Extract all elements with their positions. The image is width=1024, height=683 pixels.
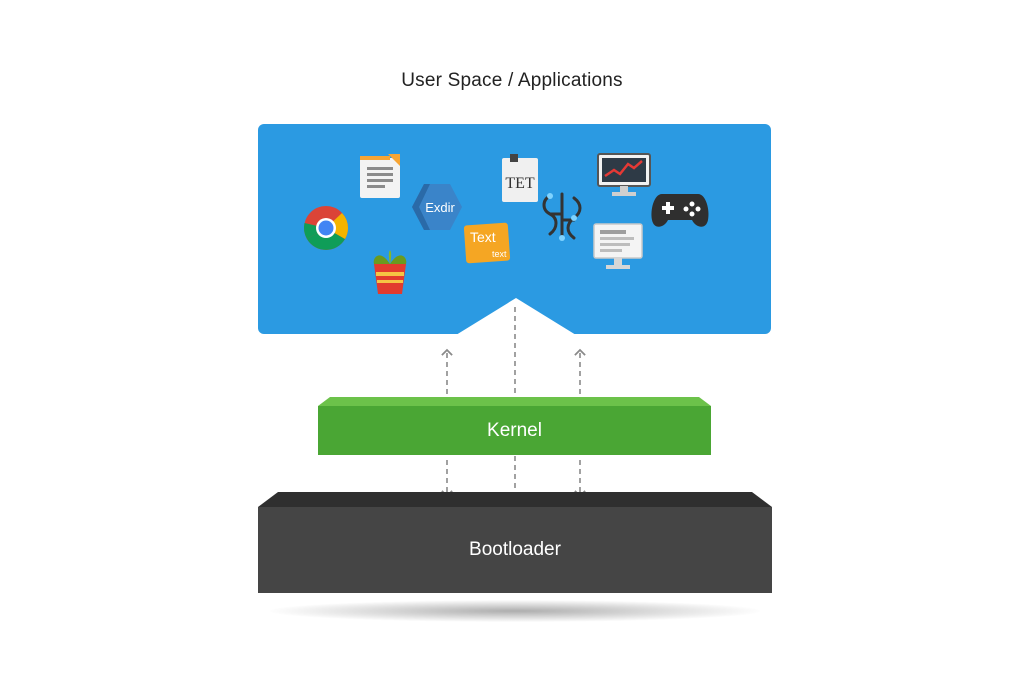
desktop-monitor-icon: [593, 223, 643, 269]
text-note-icon: Text text: [463, 222, 511, 264]
kernel-layer: Kernel: [318, 406, 711, 455]
chrome-icon: [303, 206, 348, 250]
bootloader-label: Bootloader: [469, 539, 561, 560]
svg-text:Exdir: Exdir: [425, 200, 455, 215]
svg-text:Text: Text: [470, 229, 496, 245]
svg-text:TET: TET: [505, 175, 535, 192]
kernel-top-face: [318, 397, 711, 406]
plant-icon: [373, 250, 407, 294]
base-shadow: [270, 600, 760, 622]
bootloader-layer: Bootloader: [258, 507, 772, 593]
user-space-panel: Exdir Text text TET: [258, 124, 771, 334]
diagram-title: User Space / Applications: [401, 70, 623, 91]
tet-document-icon: TET: [502, 154, 538, 202]
exdir-icon: Exdir: [412, 184, 462, 230]
svg-text:text: text: [492, 249, 507, 259]
network-flow-icon: [542, 192, 582, 241]
document-icon: [360, 154, 400, 198]
kernel-label: Kernel: [487, 419, 542, 441]
panel-notch: [456, 298, 576, 335]
game-controller-icon: [651, 194, 709, 227]
bootloader-top-face: [258, 492, 772, 507]
analytics-monitor-icon: [597, 153, 651, 196]
